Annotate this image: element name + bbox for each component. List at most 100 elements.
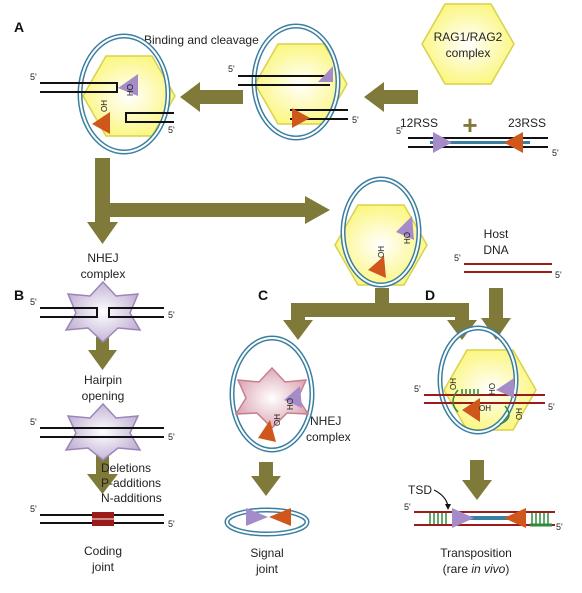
nhej-b-star xyxy=(64,280,142,344)
cleaved-rss23 xyxy=(92,112,110,134)
plus-sign: + xyxy=(462,110,477,140)
d-oh-label-top: OH xyxy=(449,378,458,390)
coding-5prime-right: 5' xyxy=(168,519,175,529)
tsd-pointer xyxy=(433,489,449,507)
arrow-split-cd xyxy=(283,288,477,340)
arrow-down-host xyxy=(481,288,511,340)
arrow-branch-right xyxy=(95,158,330,224)
b2-5prime-right: 5' xyxy=(168,432,175,442)
c-rss23 xyxy=(258,420,276,442)
flow-arrows xyxy=(87,82,511,500)
c-ho-label: HO xyxy=(286,398,295,410)
d-oh-label-mid: OH xyxy=(479,404,491,413)
d-attack-arrow-left xyxy=(452,389,459,413)
d-attack-arrow-right xyxy=(499,405,510,425)
b-5prime-left: 5' xyxy=(30,297,37,307)
cleaved-5prime-right: 5' xyxy=(168,125,175,135)
c-oh-label: OH xyxy=(273,414,282,426)
arrow-down-signal xyxy=(251,462,281,496)
nhej-b-line2: complex xyxy=(81,267,126,281)
arrow-down-hairpin xyxy=(88,337,117,370)
coding-joint-line2: joint xyxy=(91,560,115,574)
substrate-5prime-right: 5' xyxy=(552,148,559,158)
signal-joint-line2: joint xyxy=(255,562,279,576)
d-ho-label: HO xyxy=(488,383,497,395)
cleaved-rss12 xyxy=(118,74,138,96)
transposition-line1: Transposition xyxy=(440,546,512,560)
rss12-triangle xyxy=(433,132,452,153)
cleaved-hairpin-left xyxy=(40,82,118,93)
cleaved-5prime-left: 5' xyxy=(30,72,37,82)
rag-label-line1: RAG1/RAG2 xyxy=(434,30,503,44)
b2-5prime-left: 5' xyxy=(30,417,37,427)
substrate-5prime-left: 5' xyxy=(396,126,403,136)
panel-label-a: A xyxy=(14,19,24,35)
signal-joint-line1: Signal xyxy=(250,546,283,560)
d-5prime-right: 5' xyxy=(548,402,555,412)
rss12-label: 12RSS xyxy=(400,116,438,130)
arrow-down-deletions xyxy=(87,454,118,494)
host-dna-line1: Host xyxy=(484,227,509,241)
hairpin-line1: Hairpin xyxy=(84,373,122,387)
deletions-label: Deletions xyxy=(101,461,151,475)
nhej-b-star-opened xyxy=(64,402,142,461)
d-oh-label-right: OH xyxy=(515,408,524,420)
post-oh-label: OH xyxy=(377,246,386,258)
cleaved-ho-label: HO xyxy=(126,84,135,96)
rag-complex-hexagon xyxy=(421,3,515,85)
panel-label-c: C xyxy=(258,287,268,303)
paired-5prime-left: 5' xyxy=(228,64,235,74)
signal-rss12 xyxy=(246,508,268,526)
nhej-c-line2: complex xyxy=(306,430,351,444)
hairpin-line2: opening xyxy=(82,389,125,403)
d-tsd-ticks xyxy=(461,389,479,395)
paired-rss23 xyxy=(292,108,310,128)
p-additions-label: P-additions xyxy=(101,476,161,490)
coding-joint-line1: Coding xyxy=(84,544,122,558)
arrow-left-2 xyxy=(180,82,243,112)
product-tsd-right xyxy=(531,513,549,524)
panel-label-d: D xyxy=(425,287,435,303)
rss23-triangle xyxy=(504,132,523,153)
d-rss12 xyxy=(496,378,514,398)
paired-5prime-right: 5' xyxy=(352,115,359,125)
arrow-down-b xyxy=(87,215,118,244)
transposition-italic: in vivo xyxy=(471,562,505,576)
product-tsd-left xyxy=(429,513,447,524)
post-cleavage-rss12 xyxy=(396,216,414,240)
host-5prime-left: 5' xyxy=(454,253,461,263)
post-cleavage-rss23 xyxy=(368,256,386,278)
product-rss12 xyxy=(452,508,474,528)
panel-label-b: B xyxy=(14,287,24,303)
product-5prime-right: 5' xyxy=(556,522,563,532)
nhej-b-line1: NHEJ xyxy=(87,251,118,265)
arrow-down-transposition xyxy=(462,460,492,500)
n-additions-label: N-additions xyxy=(101,491,162,505)
nhej-c-line1: NHEJ xyxy=(310,414,341,428)
rss23-label: 23RSS xyxy=(508,116,546,130)
signal-rss23 xyxy=(269,508,291,526)
transposition-post: ) xyxy=(505,562,509,576)
host-dna-line2: DNA xyxy=(483,243,508,257)
b-5prime-right: 5' xyxy=(168,310,175,320)
binding-cleavage-label: Binding and cleavage xyxy=(144,33,259,47)
cleaved-hairpin-right xyxy=(125,112,174,123)
cleaved-oh-label: OH xyxy=(100,100,109,112)
c-rss12 xyxy=(284,386,302,408)
d-rss23 xyxy=(462,398,480,422)
post-ho-label: HO xyxy=(403,232,412,244)
product-rss23 xyxy=(504,508,526,528)
product-5prime-left: 5' xyxy=(404,502,411,512)
substrate-dna xyxy=(408,132,548,153)
tsd-label: TSD xyxy=(408,483,432,497)
transposition-pre: (rare xyxy=(443,562,472,576)
d-5prime-left: 5' xyxy=(414,384,421,394)
arrow-left-1 xyxy=(364,82,418,112)
host-5prime-right: 5' xyxy=(555,270,562,280)
coding-5prime-left: 5' xyxy=(30,504,37,514)
transposition-line2: (rare in vivo) xyxy=(443,562,510,576)
paired-rss12 xyxy=(318,66,333,82)
rag-label-line2: complex xyxy=(446,46,491,60)
